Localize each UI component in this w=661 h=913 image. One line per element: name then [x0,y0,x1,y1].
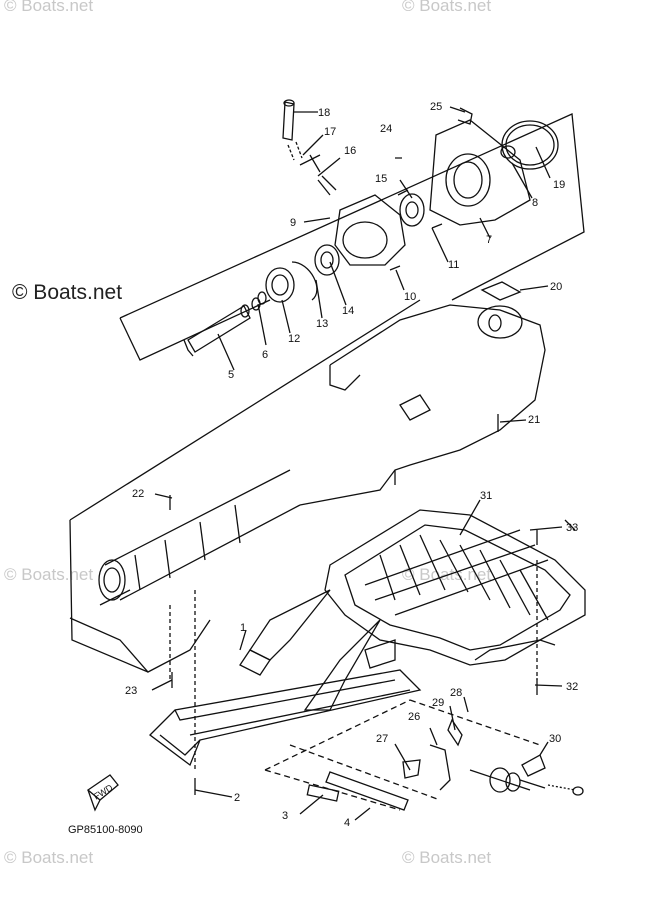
callout-30: 30 [549,733,561,745]
callout-29: 29 [432,697,444,709]
callout-1: 1 [240,622,246,634]
callout-5: 5 [228,369,234,381]
callout-20: 20 [550,281,562,293]
callout-21: 21 [528,414,540,426]
callout-33: 33 [566,522,578,534]
watermark-main: © Boats.net [12,281,123,304]
callout-23: 23 [125,685,137,697]
callout-25: 25 [430,101,442,113]
callout-7: 7 [486,234,492,246]
callout-17: 17 [324,126,336,138]
callout-32: 32 [566,681,578,693]
callout-24: 24 [380,123,392,135]
callout-labels: 1234567891011121314151617181920212223242… [125,101,578,829]
diagram-code: GP85100-8090 [68,824,143,836]
callout-31: 31 [480,490,492,502]
watermark-bottom-right: © Boats.net [402,848,492,867]
callout-28: 28 [450,687,462,699]
callout-14: 14 [342,305,354,317]
callout-11: 11 [448,259,459,271]
callout-27: 27 [376,733,388,745]
callout-19: 19 [553,179,565,191]
callout-16: 16 [344,145,356,157]
watermark-top-right: © Boats.net [402,0,492,15]
callout-12: 12 [288,333,300,345]
assembly-outlines [69,99,586,821]
callout-8: 8 [532,197,538,209]
callout-2: 2 [234,792,240,804]
watermark-mid-right: © Boats.net [402,565,492,584]
callout-4: 4 [344,817,350,829]
callout-22: 22 [132,488,144,500]
callout-3: 3 [282,810,288,822]
watermark-bottom-left: © Boats.net [4,848,94,867]
callout-15: 15 [375,173,387,185]
callout-26: 26 [408,711,420,723]
callout-9: 9 [290,217,296,229]
callout-10: 10 [404,291,416,303]
callout-18: 18 [318,107,330,119]
watermark-top-left: © Boats.net [4,0,94,15]
callout-6: 6 [262,349,268,361]
callout-13: 13 [316,318,328,330]
